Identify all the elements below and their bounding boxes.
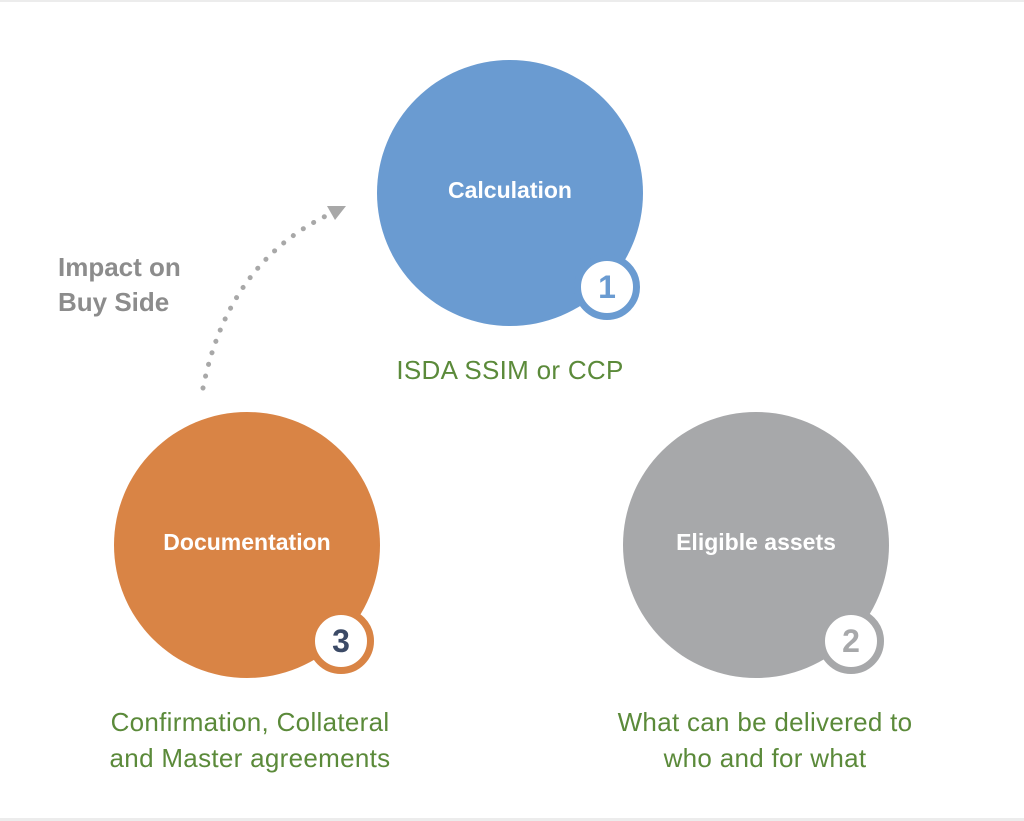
- top-border: [0, 0, 1024, 2]
- documentation-caption-line2: and Master agreements: [109, 743, 391, 773]
- bottom-border: [0, 818, 1024, 821]
- badge-2-number: 2: [842, 622, 860, 659]
- calculation-caption-line1: ISDA SSIM or CCP: [396, 355, 624, 385]
- eligible-assets-label: Eligible assets: [676, 528, 836, 555]
- eligible-assets-caption-line2: who and for what: [663, 743, 867, 773]
- badge-3-number: 3: [332, 622, 350, 659]
- eligible-assets-caption-line1: What can be delivered to: [617, 707, 913, 737]
- calculation-caption: ISDA SSIM or CCP: [360, 352, 660, 388]
- badge-2: 2: [818, 608, 884, 674]
- documentation-caption: Confirmation, Collateral and Master agre…: [80, 704, 420, 776]
- badge-1: 1: [574, 254, 640, 320]
- impact-note-line2: Buy Side: [58, 287, 170, 317]
- documentation-circle: Documentation: [114, 412, 380, 678]
- eligible-assets-caption: What can be delivered to who and for wha…: [590, 704, 940, 776]
- impact-note: Impact on Buy Side: [58, 250, 258, 320]
- arrow-head-icon: [327, 206, 346, 220]
- badge-3: 3: [308, 608, 374, 674]
- impact-note-line1: Impact on: [58, 252, 181, 282]
- calculation-label: Calculation: [448, 176, 572, 203]
- badge-1-number: 1: [598, 268, 616, 305]
- documentation-caption-line1: Confirmation, Collateral: [110, 707, 390, 737]
- documentation-label: Documentation: [163, 528, 331, 555]
